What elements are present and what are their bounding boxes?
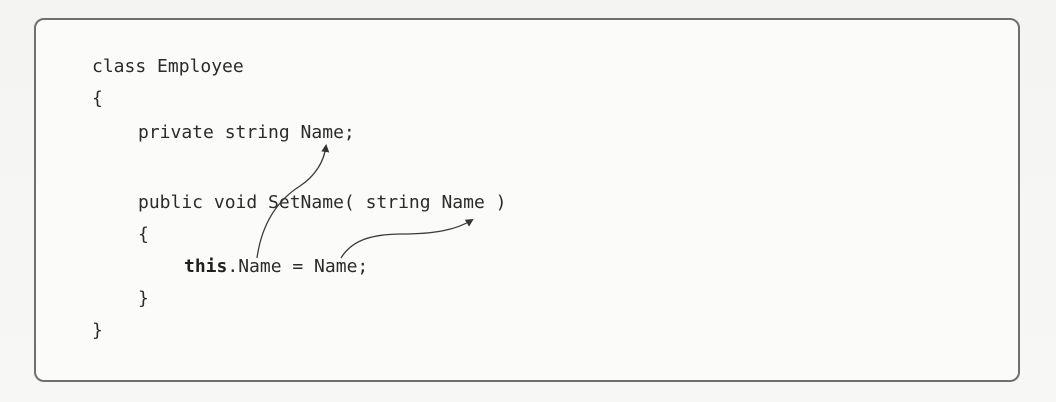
code-method-modifiers: public void	[138, 192, 269, 213]
code-line-assignment: this.Name = Name;	[184, 256, 368, 278]
code-assignment-rest: .Name = Name;	[227, 256, 369, 277]
code-this-keyword: this	[184, 256, 228, 277]
code-line-class-close-brace: }	[92, 320, 103, 341]
code-method-params: ( string Name )	[343, 192, 507, 213]
code-line-method-open-brace: {	[138, 224, 149, 245]
code-line-field-declaration: private string Name;	[138, 122, 355, 143]
code-line-method-close-brace: }	[138, 288, 149, 309]
code-line-method-signature: public void SetName( string Name )	[138, 192, 506, 214]
code-line-class-declaration: class Employee	[92, 56, 244, 77]
code-method-name: SetName	[268, 192, 344, 213]
code-line-class-open-brace: {	[92, 88, 103, 109]
code-snippet-box	[34, 18, 1020, 382]
